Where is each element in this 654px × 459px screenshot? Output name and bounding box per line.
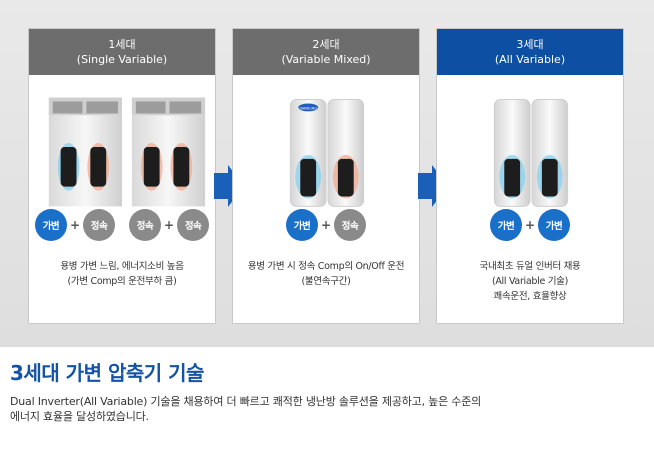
plus-sign: + <box>524 218 536 232</box>
generation-3-badges: 가변 + 가변 <box>437 209 623 241</box>
generation-1-badges: 가변 + 정속 정속 + 정속 <box>29 209 215 241</box>
generation-1-title: 1세대 <box>108 38 136 51</box>
generation-2-title: 2세대 <box>312 38 340 51</box>
generation-2-description-line1: 용병 가변 시 정속 Comp의 On/Off 운전 <box>247 261 405 272</box>
generation-3-subtitle: (All Variable) <box>494 53 566 66</box>
generation-3-description: 국내최초 듀얼 인버터 채용 (All Variable 기술) 쾌속운전, 효… <box>441 259 619 304</box>
brand-logo-text: SAMSUNG <box>299 106 317 110</box>
generation-2-header: 2세대 (Variable Mixed) <box>233 29 419 75</box>
generation-3-description-line2: (All Variable 기술) <box>491 276 569 287</box>
generation-2-badges: 가변 + 정속 <box>233 209 419 241</box>
variable-badge: 가변 <box>538 209 571 241</box>
variable-badge: 가변 <box>34 209 67 241</box>
section-body-line2: 에너지 효율을 달성하였습니다. <box>10 410 149 423</box>
plus-sign: + <box>320 218 332 232</box>
variable-badge: 가변 <box>489 209 522 241</box>
generation-1-description-line1: 용병 가변 느림, 에너지소비 높음 <box>60 261 184 272</box>
generation-2-card: 2세대 (Variable Mixed) SAMSUNG 가변 + 정속 용병 … <box>232 28 420 324</box>
section-body: Dual Inverter(All Variable) 기술을 채용하여 더 빠… <box>10 394 640 424</box>
plus-sign: + <box>69 218 80 232</box>
fixed-speed-badge: 정속 <box>83 209 115 241</box>
section-title: 3세대 가변 압축기 기술 <box>10 361 204 385</box>
fixed-speed-badge: 정속 <box>129 209 161 241</box>
generation-1-header: 1세대 (Single Variable) <box>29 29 215 75</box>
generation-3-description-line1: 국내최초 듀얼 인버터 채용 <box>479 261 581 272</box>
generation-2-subtitle: (Variable Mixed) <box>281 53 371 66</box>
single-variable-units-image <box>48 97 206 207</box>
fixed-speed-badge: 정속 <box>177 209 210 241</box>
generation-1-card: 1세대 (Single Variable) 가변 + 정속 정속 + <box>28 28 216 324</box>
generation-3-title: 3세대 <box>516 38 544 51</box>
all-variable-units-image <box>493 99 569 207</box>
arrow-right-icon <box>418 165 448 207</box>
generation-3-header: 3세대 (All Variable) <box>437 29 623 75</box>
variable-badge: 가변 <box>285 209 318 241</box>
arrow-right-icon <box>214 165 244 207</box>
generation-3-description-line3: 쾌속운전, 효율향상 <box>493 291 567 302</box>
generation-1-description-line2: (가변 Comp의 운전부하 큼) <box>67 276 177 287</box>
plus-sign: + <box>164 218 175 232</box>
section-body-line1: Dual Inverter(All Variable) 기술을 채용하여 더 빠… <box>10 395 482 408</box>
generation-1-subtitle: (Single Variable) <box>76 53 168 66</box>
generation-3-card: 3세대 (All Variable) 가변 + 가변 국내최초 듀얼 인버터 채… <box>436 28 624 324</box>
fixed-speed-badge: 정속 <box>334 209 367 241</box>
variable-mixed-units-image: SAMSUNG <box>289 99 365 207</box>
generation-2-description: 용병 가변 시 정속 Comp의 On/Off 운전 (불연속구간) <box>237 259 415 289</box>
generation-2-description-line2: (불연속구간) <box>301 276 351 287</box>
generation-1-description: 용병 가변 느림, 에너지소비 높음 (가변 Comp의 운전부하 큼) <box>33 259 211 289</box>
